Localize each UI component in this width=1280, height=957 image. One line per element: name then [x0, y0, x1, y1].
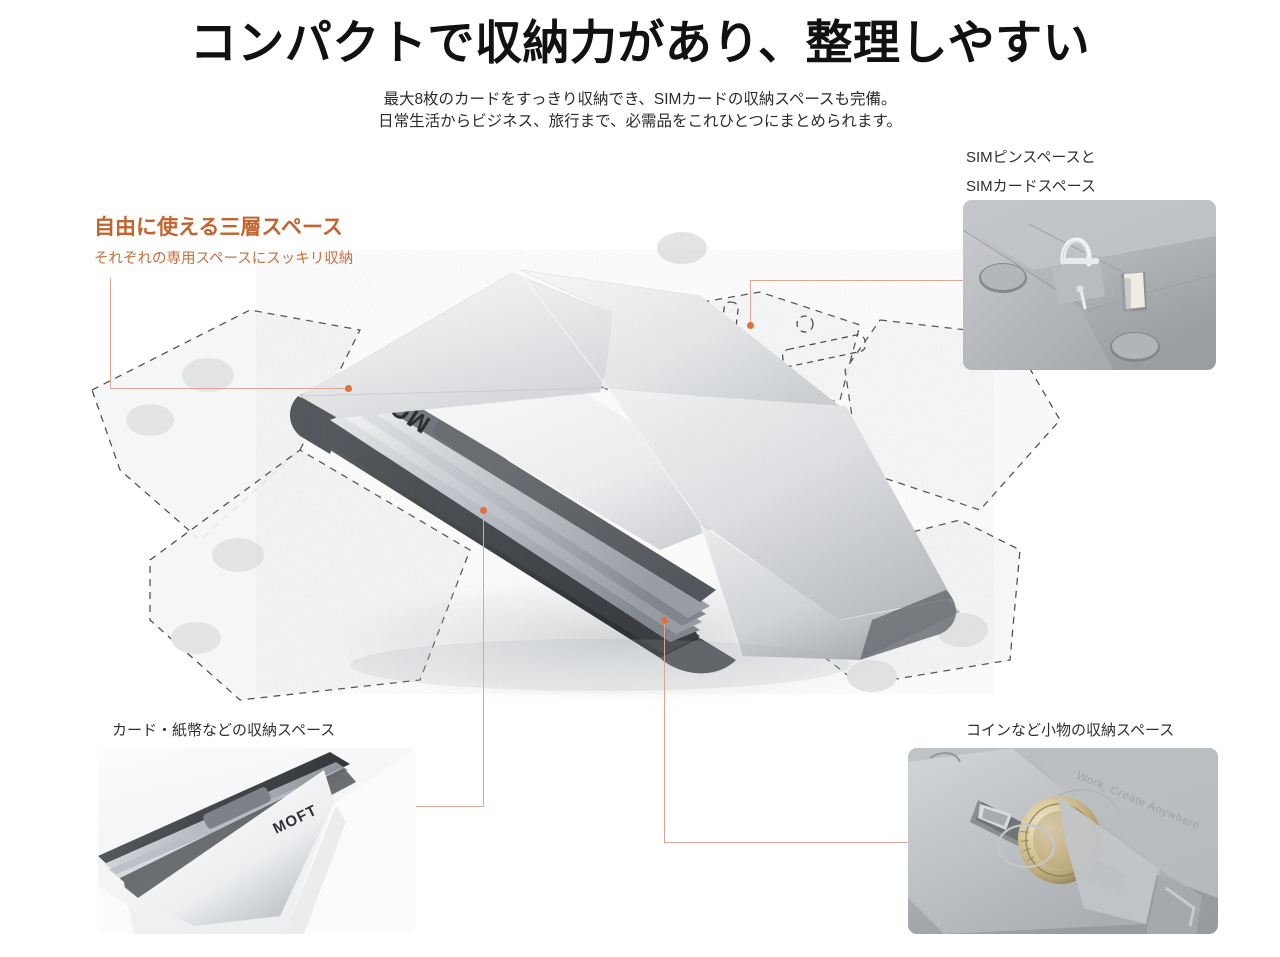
leader-dot-right-top: [747, 322, 754, 329]
callout-right-bottom-label: コインなど小物の収納スペース: [966, 722, 1175, 739]
leader-right-top-horizontal: [750, 280, 965, 282]
subtitle-line-2: 日常生活からビジネス、旅行まで、必需品をこれひとつにまとめられます。: [378, 113, 902, 130]
leader-right-bottom-vertical: [664, 620, 666, 842]
callout-left-top-title: 自由に使える三層スペース: [94, 216, 343, 239]
inset-photo-sim-space: [963, 200, 1216, 370]
leader-dot-left-bottom: [480, 507, 487, 514]
leader-dot-left-top: [345, 385, 352, 392]
leader-left-top-horizontal: [110, 388, 350, 390]
callout-left-top-subtitle: それぞれの専用スペースにスッキリ収納: [94, 251, 354, 267]
leader-dot-right-bottom: [661, 617, 668, 624]
leader-left-top-vertical: [110, 278, 112, 388]
subtitle-line-1: 最大8枚のカードをすっきり収納でき、SIMカードの収納スペースも完備。: [383, 91, 897, 108]
inset-photo-card-space: MOFT: [98, 748, 416, 934]
leader-left-bottom-vertical: [483, 510, 485, 806]
wallet-body: MOFT: [289, 269, 960, 674]
leader-right-bottom-horizontal: [664, 842, 909, 844]
inset-photo-coin-space: Work, Create Anywhere: [908, 748, 1218, 934]
product-illustration: MOFT: [0, 120, 1280, 740]
callout-right-top-line-2: SIMカードスペース: [966, 178, 1096, 195]
page-headline: コンパクトで収納力があり、整理しやすい: [189, 16, 1091, 69]
callout-left-bottom-label: カード・紙幣などの収納スペース: [112, 722, 336, 739]
leader-right-top-vertical: [750, 280, 752, 328]
leader-left-bottom-horizontal: [411, 806, 484, 808]
callout-right-top-line-1: SIMピンスペースと: [966, 149, 1096, 166]
